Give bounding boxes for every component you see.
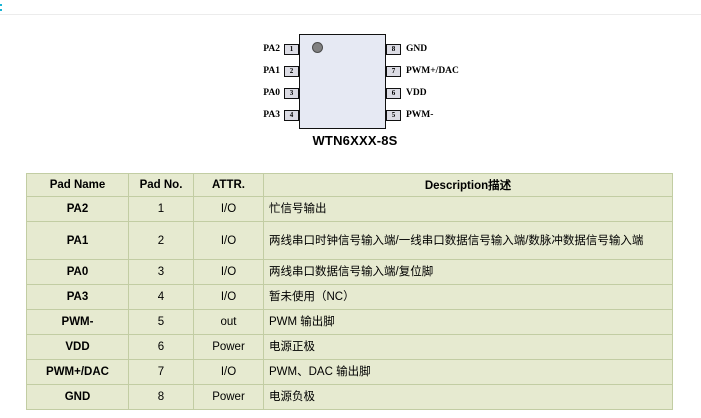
pin-label-right-8: GND xyxy=(406,44,428,54)
column-header-pad-name: Pad Name xyxy=(26,173,129,197)
cell-pad-no: 3 xyxy=(128,259,194,285)
cell-pad-name: GND xyxy=(26,384,129,410)
pin-number-right-8: 8 xyxy=(386,44,401,55)
pin-label-right-5: PWM- xyxy=(406,110,434,120)
cell-description: PWM、DAC 输出脚 xyxy=(263,359,673,385)
cell-attr: I/O xyxy=(193,259,264,285)
pin-number-left-3: 3 xyxy=(284,88,299,99)
cell-description: 电源正极 xyxy=(263,334,673,360)
pin-number-right-6: 6 xyxy=(386,88,401,99)
table-row: PA1 2 I/O 两线串口时钟信号输入端/一线串口数据信号输入端/数脉冲数据信… xyxy=(26,221,673,260)
table-row: PWM- 5 out PWM 输出脚 xyxy=(26,309,673,335)
pin-number-left-4: 4 xyxy=(284,110,299,121)
pin1-dot-icon xyxy=(312,42,323,53)
cell-description: 暂未使用（NC） xyxy=(263,284,673,310)
pin-label-left-2: PA1 xyxy=(263,66,280,76)
top-divider-rule xyxy=(0,14,701,15)
cell-description: PWM 输出脚 xyxy=(263,309,673,335)
pin-number-right-5: 5 xyxy=(386,110,401,121)
cell-pad-no: 5 xyxy=(128,309,194,335)
column-header-attr: ATTR. xyxy=(193,173,264,197)
column-header-pad-no: Pad No. xyxy=(128,173,194,197)
edge-marker-icon xyxy=(0,9,2,11)
cell-description: 两线串口时钟信号输入端/一线串口数据信号输入端/数脉冲数据信号输入端 xyxy=(263,221,673,260)
pin-label-left-1: PA2 xyxy=(263,44,280,54)
pin-label-left-4: PA3 xyxy=(263,110,280,120)
cell-pad-no: 1 xyxy=(128,196,194,222)
table-row: PWM+/DAC 7 I/O PWM、DAC 输出脚 xyxy=(26,359,673,385)
pin-label-left-3: PA0 xyxy=(263,88,280,98)
edge-marker-icon xyxy=(0,4,2,6)
cell-pad-name: PWM- xyxy=(26,309,129,335)
cell-attr: I/O xyxy=(193,221,264,260)
pin-number-right-7: 7 xyxy=(386,66,401,77)
cell-pad-no: 8 xyxy=(128,384,194,410)
table-row: GND 8 Power 电源负极 xyxy=(26,384,673,410)
table-row: VDD 6 Power 电源正极 xyxy=(26,334,673,360)
table-row: PA0 3 I/O 两线串口数据信号输入端/复位脚 xyxy=(26,259,673,285)
table-header-row: Pad Name Pad No. ATTR. Description描述 xyxy=(26,173,673,197)
cell-attr: I/O xyxy=(193,359,264,385)
cell-attr: Power xyxy=(193,334,264,360)
cell-attr: out xyxy=(193,309,264,335)
pin-number-left-2: 2 xyxy=(284,66,299,77)
pad-description-table: Pad Name Pad No. ATTR. Description描述 PA2… xyxy=(26,173,673,410)
chip-pinout-diagram: PA2 1 PA1 2 PA0 3 PA3 4 8 GND 7 PWM+/DAC… xyxy=(250,28,460,158)
chip-part-number-caption: WTN6XXX-8S xyxy=(312,133,398,148)
cell-description: 两线串口数据信号输入端/复位脚 xyxy=(263,259,673,285)
cell-pad-name: PA0 xyxy=(26,259,129,285)
cell-pad-name: PA3 xyxy=(26,284,129,310)
cell-pad-name: PA2 xyxy=(26,196,129,222)
table-row: PA2 1 I/O 忙信号输出 xyxy=(26,196,673,222)
cell-pad-no: 7 xyxy=(128,359,194,385)
pin-number-left-1: 1 xyxy=(284,44,299,55)
cell-description: 电源负极 xyxy=(263,384,673,410)
cell-pad-no: 4 xyxy=(128,284,194,310)
cell-attr: I/O xyxy=(193,284,264,310)
pin-label-right-6: VDD xyxy=(406,88,427,98)
cell-attr: I/O xyxy=(193,196,264,222)
cell-pad-no: 6 xyxy=(128,334,194,360)
pin-label-right-7: PWM+/DAC xyxy=(406,66,459,76)
cell-pad-name: VDD xyxy=(26,334,129,360)
cell-pad-name: PWM+/DAC xyxy=(26,359,129,385)
table-row: PA3 4 I/O 暂未使用（NC） xyxy=(26,284,673,310)
cell-pad-name: PA1 xyxy=(26,221,129,260)
cell-attr: Power xyxy=(193,384,264,410)
column-header-description: Description描述 xyxy=(263,173,673,197)
cell-pad-no: 2 xyxy=(128,221,194,260)
cell-description: 忙信号输出 xyxy=(263,196,673,222)
